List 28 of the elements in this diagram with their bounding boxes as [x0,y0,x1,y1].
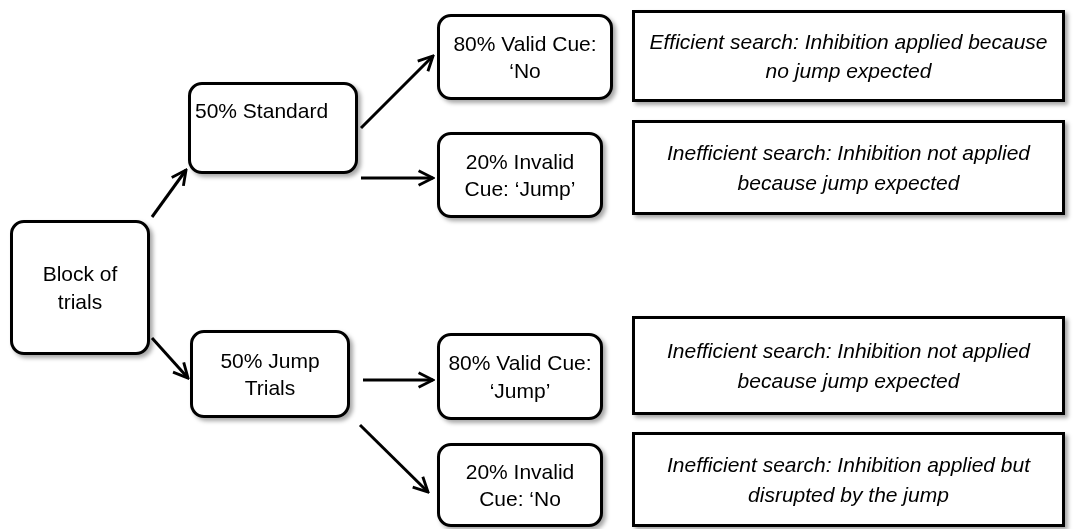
node-text: 20% Invalid Cue: ‘No [464,458,576,512]
arrow [358,423,430,494]
description-box [632,316,1065,415]
process-box [437,132,603,218]
arrow [361,169,435,187]
node-text: Inefficient search: Inhibition not applied because jump expected [665,140,1032,196]
process-box [190,330,350,418]
arrow [359,54,435,130]
description-box [632,10,1065,102]
node-text: 80% Valid Cue: ‘No [452,30,598,84]
arrow [363,371,435,389]
node-text: Block of trials [41,261,119,315]
node-text: 50% Standard [195,98,329,124]
process-box [437,14,613,100]
node-text: Inefficient search: Inhibition not applied because jump expected [665,338,1032,394]
description-box [632,120,1065,215]
node-text: Inefficient search: Inhibition applied but disrupted by the jump [665,452,1032,508]
process-box [188,82,358,174]
description-box [632,432,1065,527]
process-box [10,220,150,355]
node-text: 80% Valid Cue: ‘Jump’ [447,350,593,404]
node-text: 50% Jump Trials [219,347,321,401]
node-text: Efficient search: Inhibition applied because no jump expected [648,28,1049,84]
arrow [150,337,190,380]
process-box [437,333,603,420]
arrow [150,168,188,218]
node-text: 20% Invalid Cue: ‘Jump’ [463,148,577,202]
process-box [437,443,603,527]
